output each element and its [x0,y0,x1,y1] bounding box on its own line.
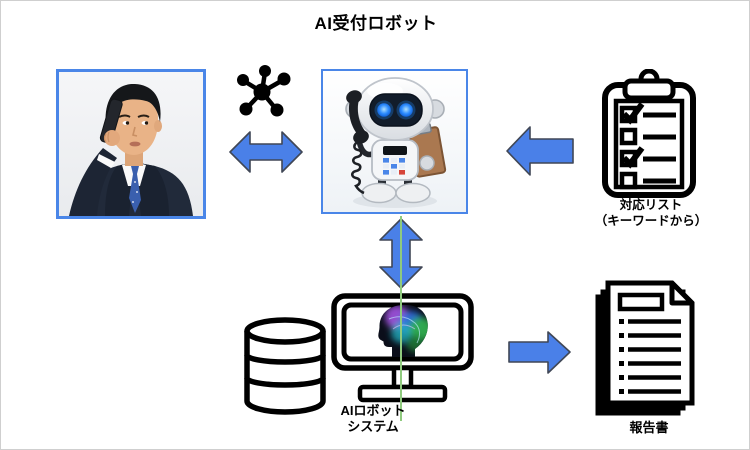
left-arrow-icon [506,126,574,176]
report-label: 報告書 [629,420,669,435]
ai-system-label-line1: AIロボット [340,403,406,418]
ai-system-label-line2: システム [347,419,399,435]
connector-line [400,216,402,421]
checklist-clipboard-icon [601,69,697,199]
diagram-title: AI受付ロボット [314,14,438,33]
caller-photo [56,69,206,219]
report-document-stack-icon [594,279,704,419]
network-hub-icon [234,63,292,119]
response-list-label-line2: （キーワードから） [594,213,708,228]
robot-photo [321,69,468,214]
monitor-with-brain-icon [331,293,474,404]
response-list-label-line1: 対応リスト [619,198,683,212]
response-list-label: 対応リスト （キーワードから） [576,198,726,229]
database-cylinder-icon [242,315,328,417]
ai-brain-head-profile-image [378,304,428,357]
ai-system-label: AIロボット システム [313,403,433,436]
left-right-arrow-icon [229,131,303,173]
businessman-on-phone-photo [59,72,203,216]
right-arrow-icon [508,331,571,374]
reception-robot-with-handset-and-clipboard-photo [323,71,466,212]
